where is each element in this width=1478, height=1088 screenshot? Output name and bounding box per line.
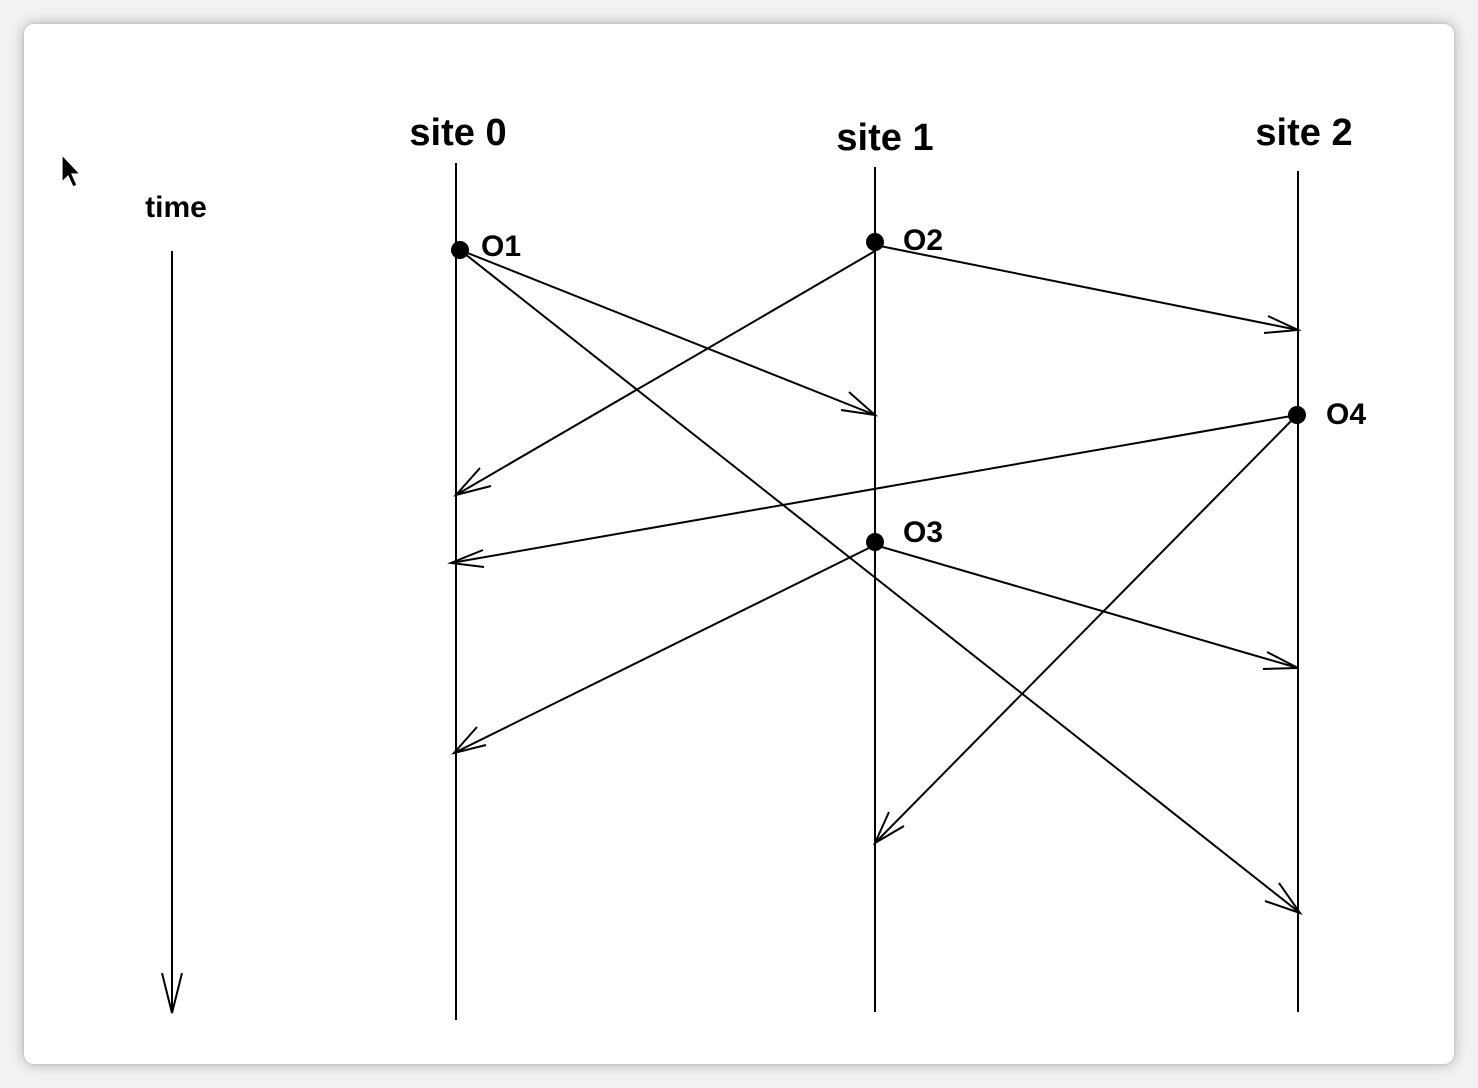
event-o3-dot bbox=[866, 533, 884, 551]
event-o4-label: O4 bbox=[1326, 398, 1366, 431]
message-o3-to-site-2 bbox=[874, 544, 1299, 670]
message-o3-to-site-0 bbox=[451, 544, 876, 755]
event-o1-dot bbox=[451, 241, 469, 259]
site-1-label: site 1 bbox=[836, 117, 933, 159]
mouse-pointer-icon bbox=[61, 153, 82, 188]
site-0-label: site 0 bbox=[409, 112, 506, 154]
message-o2-to-site-2 bbox=[874, 244, 1302, 334]
message-o4-to-site-0 bbox=[447, 414, 1298, 568]
event-o3-label: O3 bbox=[903, 516, 943, 549]
event-o2-label: O2 bbox=[903, 224, 943, 257]
time-axis-arrowhead bbox=[161, 972, 183, 1014]
message-o4-to-site-1 bbox=[872, 414, 1298, 846]
message-o1-to-site-2 bbox=[459, 249, 1303, 915]
message-o2-to-site-0 bbox=[453, 250, 876, 497]
time-axis-label: time bbox=[145, 191, 207, 224]
event-o1-label: O1 bbox=[481, 230, 521, 263]
message-o1-to-site-1 bbox=[459, 249, 879, 417]
diagram-window bbox=[24, 24, 1454, 1064]
site-2-label: site 2 bbox=[1255, 112, 1352, 154]
event-o2-dot bbox=[866, 233, 884, 251]
event-o4-dot bbox=[1288, 406, 1306, 424]
